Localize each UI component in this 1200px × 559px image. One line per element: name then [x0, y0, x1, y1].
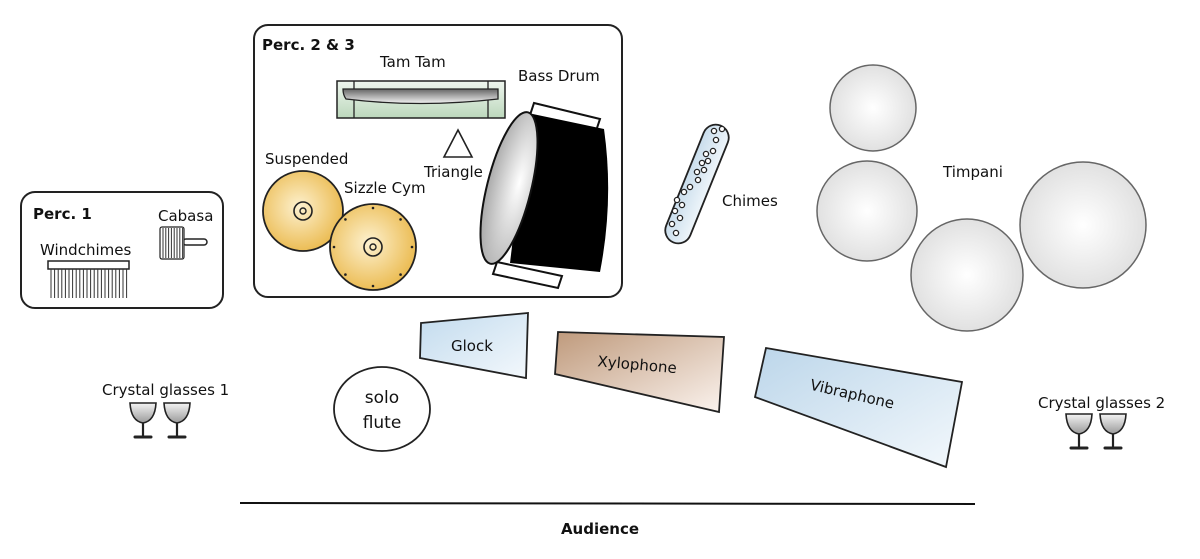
- solo-flute-label-line2: flute: [363, 413, 402, 433]
- glass-bowl: [129, 402, 157, 424]
- timpani-drum[interactable]: [829, 64, 917, 152]
- crystal-glasses-2-icon[interactable]: [1065, 413, 1127, 450]
- solo-flute-label-line1: solo: [365, 388, 399, 408]
- chime-tube: [673, 196, 681, 204]
- perc1-group: Perc. 1 Windchimes Cabasa: [20, 191, 224, 309]
- suspended-label: Suspended: [265, 150, 348, 168]
- perc23-group: Perc. 2 & 3 Tam Tam Triangle Bass Drum S…: [253, 24, 623, 298]
- chime-tube: [694, 176, 702, 184]
- sizzle-cymbal-label: Sizzle Cym: [344, 179, 426, 197]
- audience-label: Audience: [561, 520, 639, 538]
- glass-bowl: [1065, 413, 1093, 435]
- chime-tube: [678, 201, 686, 209]
- timpani-drum[interactable]: [816, 160, 918, 262]
- perc1-panel: [20, 191, 224, 309]
- solo-flute-icon[interactable]: solo flute: [333, 366, 431, 452]
- bassdrum-icon[interactable]: [469, 101, 609, 290]
- chime-tube: [668, 220, 676, 228]
- sizzle-rivet: [371, 206, 375, 210]
- sizzle-rivet: [344, 273, 347, 276]
- chime-tube: [704, 157, 712, 165]
- chime-tube: [698, 159, 706, 167]
- perc23-title: Perc. 2 & 3: [262, 36, 355, 54]
- triangle-label: Triangle: [423, 163, 483, 181]
- chime-tube: [680, 188, 688, 196]
- crystal-glasses-1-icon[interactable]: [129, 402, 191, 439]
- sizzle-rivet: [371, 284, 375, 288]
- cabasa-icon[interactable]: [159, 226, 208, 260]
- timpani-label: Timpani: [942, 163, 1003, 181]
- chime-tube: [676, 214, 684, 222]
- chimes-icon[interactable]: [661, 121, 732, 248]
- sizzle-rivet: [399, 218, 402, 221]
- chime-tube: [702, 150, 710, 158]
- perc1-title: Perc. 1: [33, 205, 92, 223]
- glock-icon[interactable]: Glock: [419, 312, 529, 380]
- timpani-drum[interactable]: [910, 218, 1024, 332]
- chime-tube: [686, 183, 694, 191]
- windchimes-label: Windchimes: [40, 241, 131, 259]
- chime-tube: [710, 127, 718, 135]
- glock-label: Glock: [451, 337, 493, 355]
- timpani-group: Timpani: [816, 64, 1147, 332]
- tamtam-label: Tam Tam: [379, 53, 446, 71]
- sizzle-cymbal-icon[interactable]: [329, 203, 417, 291]
- suspended-cymbal-icon[interactable]: [262, 170, 344, 252]
- sizzle-rivet: [332, 245, 336, 249]
- windchimes-icon[interactable]: [47, 260, 130, 298]
- sizzle-rivet: [399, 273, 402, 276]
- crystal-glasses-1-label: Crystal glasses 1: [102, 381, 229, 399]
- bassdrum-label: Bass Drum: [518, 67, 600, 85]
- chime-tube: [672, 229, 680, 237]
- chime-tube: [700, 166, 708, 174]
- chime-tube: [718, 125, 726, 133]
- chime-tube: [693, 168, 701, 176]
- crystal-glasses-2-label: Crystal glasses 2: [1038, 394, 1165, 412]
- sizzle-rivet: [344, 218, 347, 221]
- chime-tube: [709, 147, 717, 155]
- tamtam-icon[interactable]: [336, 80, 506, 119]
- chime-tube: [712, 136, 720, 144]
- chimes-label: Chimes: [722, 192, 778, 210]
- triangle-icon[interactable]: [442, 128, 474, 158]
- timpani-drum[interactable]: [1019, 161, 1147, 289]
- chime-tube: [671, 207, 679, 215]
- xylophone-icon[interactable]: Xylophone: [554, 331, 725, 414]
- vibraphone-icon[interactable]: Vibraphone: [753, 346, 964, 469]
- glass-bowl: [163, 402, 191, 424]
- glass-bowl: [1099, 413, 1127, 435]
- stage-edge-line: [239, 502, 976, 505]
- cabasa-label: Cabasa: [158, 207, 213, 225]
- sizzle-rivet: [410, 245, 414, 249]
